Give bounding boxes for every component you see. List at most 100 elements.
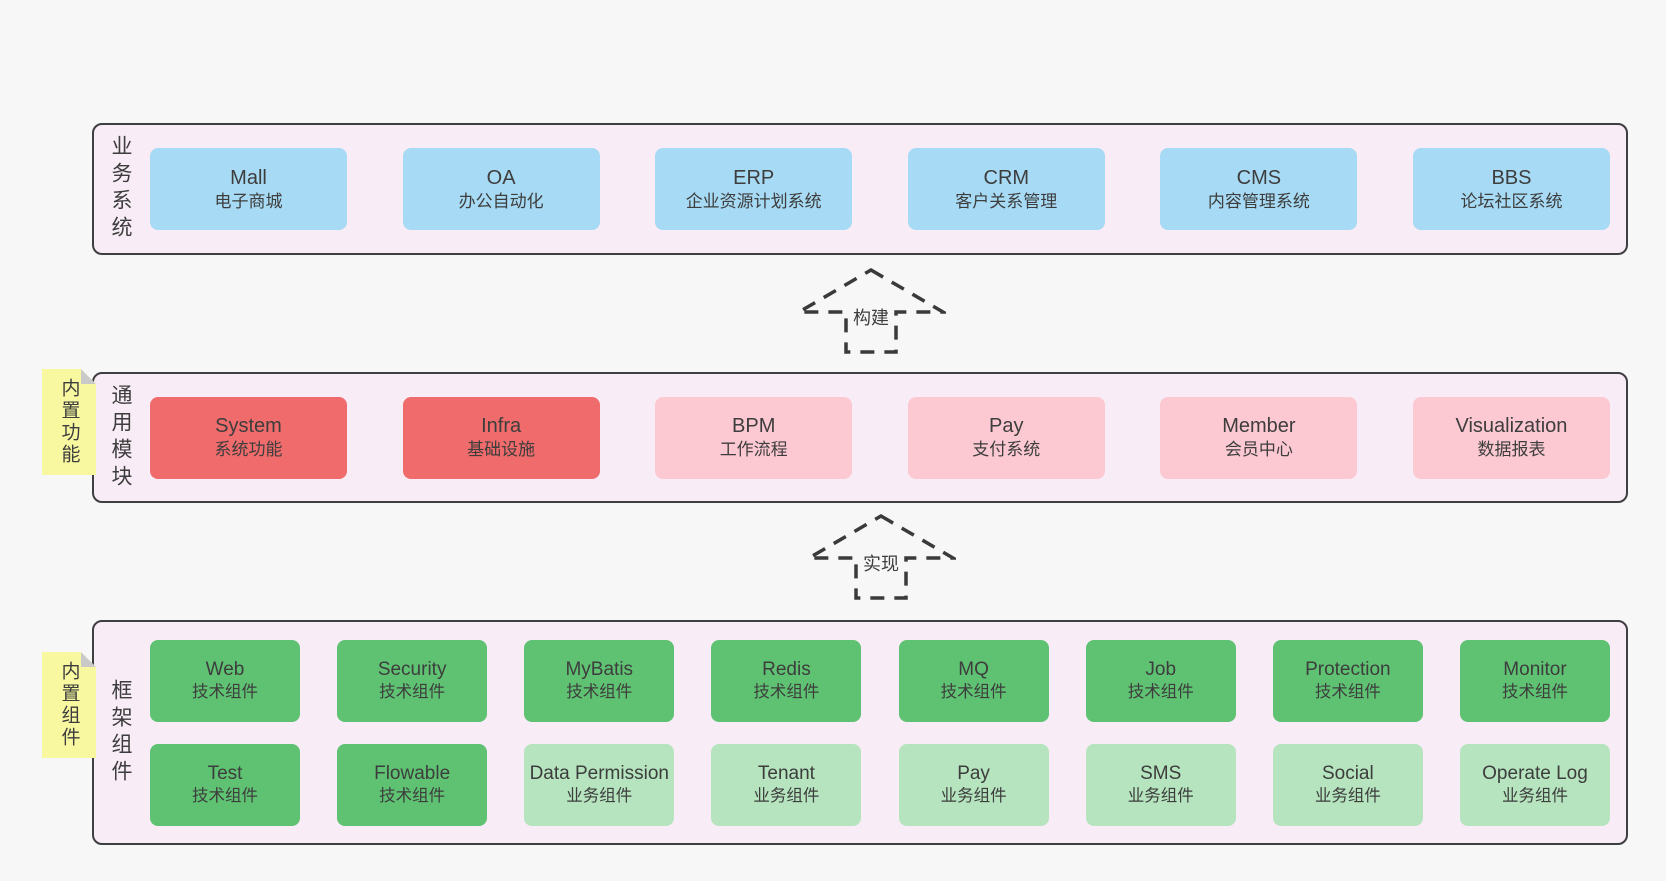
- sticky-note-label: 内置功能: [58, 378, 80, 466]
- box-subtitle: 技术组件: [379, 787, 446, 806]
- box-subtitle: 办公自动化: [458, 191, 544, 211]
- box-subtitle: 技术组件: [1314, 683, 1381, 702]
- box-title: Data Permission: [529, 763, 669, 785]
- module-box-monitor: Monitor 技术组件: [1459, 639, 1610, 722]
- arrow-up-icon: [806, 513, 956, 600]
- box-title: MQ: [958, 659, 989, 681]
- module-box-mq: MQ 技术组件: [898, 639, 1049, 722]
- box-title: Redis: [762, 659, 811, 681]
- box-subtitle: 业务组件: [753, 787, 820, 806]
- module-box-web: Web 技术组件: [150, 639, 300, 722]
- box-title: Social: [1321, 763, 1374, 785]
- box-subtitle: 客户关系管理: [955, 191, 1058, 211]
- box-title: Pay: [957, 763, 990, 785]
- sticky-note-builtin-components: 内置组件: [42, 652, 96, 758]
- box-title: CMS: [1236, 166, 1282, 189]
- band-label-business-systems: 业务系统: [109, 135, 132, 243]
- box-subtitle: 业务组件: [1127, 787, 1194, 806]
- box-subtitle: 系统功能: [214, 440, 283, 460]
- module-box-job: Job 技术组件: [1085, 639, 1236, 722]
- build-arrow-label: 构建: [849, 303, 893, 331]
- box-subtitle: 企业资源计划系统: [685, 191, 822, 211]
- box-title: System: [215, 415, 282, 438]
- box-title: Operate Log: [1482, 763, 1588, 785]
- sticky-note-builtin-features: 内置功能: [42, 369, 96, 475]
- box-subtitle: 支付系统: [972, 440, 1041, 460]
- box-subtitle: 技术组件: [192, 683, 258, 702]
- implement-arrow-label: 实现: [859, 549, 903, 577]
- box-subtitle: 电子商城: [214, 191, 283, 211]
- box-subtitle: 技术组件: [379, 683, 446, 702]
- box-title: Job: [1145, 659, 1177, 681]
- module-box-pay: Pay 业务组件: [898, 743, 1049, 826]
- sticky-note-label: 内置组件: [58, 661, 80, 749]
- box-title: BBS: [1491, 166, 1532, 189]
- box-subtitle: 基础设施: [467, 440, 536, 460]
- box-title: OA: [486, 166, 516, 189]
- module-box-flowable: Flowable 技术组件: [337, 743, 488, 826]
- box-subtitle: 技术组件: [566, 683, 633, 702]
- box-subtitle: 会员中心: [1224, 440, 1293, 460]
- box-title: Flowable: [374, 763, 451, 785]
- box-title: Web: [205, 659, 245, 681]
- build-arrow: 构建: [796, 267, 946, 355]
- box-title: Monitor: [1503, 659, 1567, 681]
- box-title: Pay: [989, 415, 1024, 438]
- box-subtitle: 技术组件: [940, 683, 1007, 702]
- box-title: Test: [207, 763, 243, 785]
- box-title: CRM: [983, 166, 1030, 189]
- box-subtitle: 技术组件: [1127, 683, 1194, 702]
- box-title: ERP: [733, 166, 775, 189]
- box-subtitle: 论坛社区系统: [1460, 191, 1563, 211]
- box-title: MyBatis: [565, 659, 634, 681]
- module-box-social: Social 业务组件: [1272, 743, 1423, 826]
- box-title: Protection: [1305, 659, 1391, 681]
- box-subtitle: 业务组件: [1314, 787, 1381, 806]
- box-title: BPM: [732, 415, 776, 438]
- module-box-protection: Protection 技术组件: [1272, 639, 1423, 722]
- implement-arrow: 实现: [806, 513, 956, 601]
- module-box-mybatis: MyBatis 技术组件: [524, 639, 675, 722]
- box-subtitle: 技术组件: [1501, 683, 1568, 702]
- arrow-up-icon: [796, 267, 946, 354]
- module-box-redis: Redis 技术组件: [711, 639, 862, 722]
- module-box-test: Test 技术组件: [150, 743, 300, 826]
- box-title: Security: [377, 659, 447, 681]
- band-label-framework-components: 框架组件: [109, 678, 132, 787]
- box-subtitle: 技术组件: [753, 683, 820, 702]
- box-subtitle: 数据报表: [1477, 440, 1546, 460]
- box-title: Visualization: [1455, 415, 1568, 438]
- band-label-common-modules: 通用模块: [109, 383, 132, 492]
- box-subtitle: 业务组件: [940, 787, 1007, 806]
- module-box-security: Security 技术组件: [337, 639, 488, 722]
- box-subtitle: 内容管理系统: [1207, 191, 1310, 211]
- box-subtitle: 技术组件: [192, 787, 258, 806]
